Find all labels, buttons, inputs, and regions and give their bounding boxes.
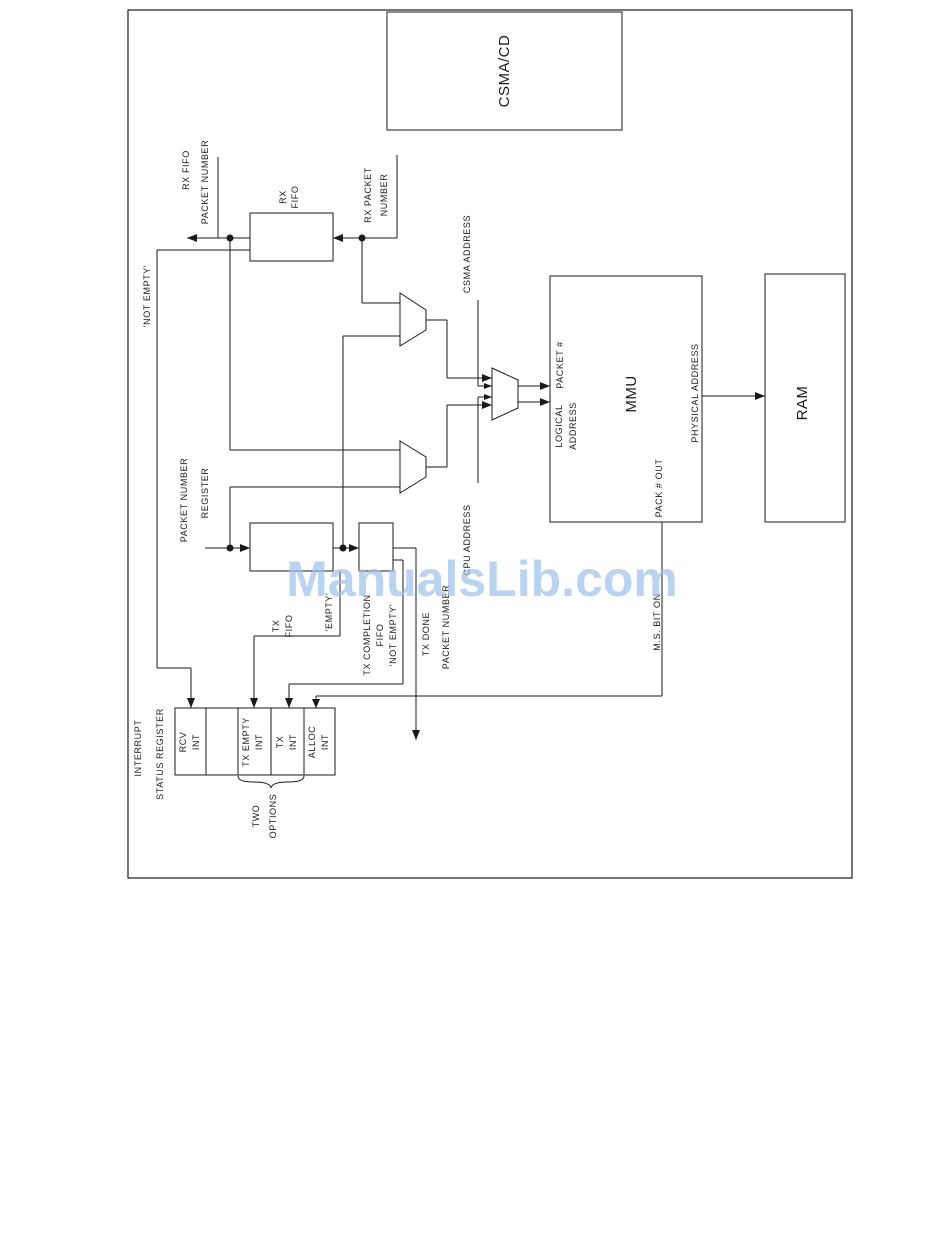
interrupt-status-label-1: INTERRUPT	[133, 720, 143, 777]
tx-int-label-1: TX	[275, 736, 285, 749]
rcv-int-label-1: RCV	[178, 732, 188, 753]
rcv-int-label-2: INT	[191, 734, 201, 750]
tx-completion-fifo-box	[358, 522, 394, 572]
alloc-int-label-1: ALLOC	[307, 726, 317, 759]
pnr-label-2: REGISTER	[200, 468, 210, 519]
tx-fifo-label-1: TX	[271, 620, 281, 633]
diagram-frame	[127, 9, 853, 879]
mmu-to-ram-arrow	[755, 392, 765, 400]
tx-int-arrow	[285, 698, 293, 708]
tx-fifo-junction	[339, 544, 347, 552]
rx-fifo-box-label-1: RX	[278, 190, 288, 204]
tx-done-label-2: PACKET NUMBER	[441, 585, 451, 669]
csma-cd-block	[386, 11, 623, 131]
mux-to-mmu-arrow-2	[540, 398, 550, 406]
alloc-int-label-2: INT	[320, 734, 330, 750]
ram-label: RAM	[794, 386, 811, 421]
logical-address-label-2: ADDRESS	[568, 402, 578, 450]
pnr-label-1: PACKET NUMBER	[179, 458, 189, 542]
tx-done-arrow	[412, 730, 420, 740]
mux-to-mmu-arrow-1	[540, 382, 550, 390]
rx-fifo-box	[249, 212, 334, 262]
watermark: ManualsLib.com	[286, 551, 678, 607]
rcv-int-arrow	[187, 698, 195, 708]
tx-fifo-label-2: FIFO	[284, 615, 294, 638]
physical-address-label: PHYSICAL ADDRESS	[690, 343, 700, 442]
packet-hash-label: PACKET #	[555, 341, 565, 388]
lower-mux	[399, 440, 427, 494]
interrupt-status-register	[174, 707, 336, 776]
pack-out-label: PACK # OUT	[654, 459, 664, 518]
rx-not-empty-label: 'NOT EMPTY'	[142, 265, 152, 327]
tx-done-label-1: TX DONE	[421, 612, 431, 656]
pnr-in-arrow	[240, 544, 250, 552]
rx-packet-number-arrow	[333, 234, 343, 242]
lower-mux-out-arrow	[482, 401, 492, 409]
tx-fifo-box	[249, 522, 334, 572]
two-options-label-2: OPTIONS	[268, 794, 278, 839]
alloc-int-arrow	[312, 699, 320, 708]
upper-mux-out-arrow	[482, 374, 492, 382]
upper-mux	[399, 292, 427, 347]
csma-cd-label: CSMA/CD	[496, 35, 513, 108]
ram-block	[764, 273, 846, 523]
tx-completion-label-1: TX COMPLETION	[362, 594, 372, 675]
pnr-junction	[226, 544, 234, 552]
empty-label: 'EMPTY'	[324, 593, 334, 632]
rx-packet-number-label-1: RX PACKET	[363, 167, 373, 223]
tx-empty-int-label-1: TX EMPTY	[241, 717, 251, 767]
cpu-address-label: CPU ADDRESS	[462, 504, 472, 575]
tx-fifo-out-arrow	[349, 544, 359, 552]
tx-completion-label-2: FIFO	[375, 624, 385, 647]
rx-fifo-out-arrow	[187, 234, 197, 242]
rx-fifo-label-2: PACKET NUMBER	[200, 140, 210, 224]
mmu-label: MMU	[623, 375, 640, 412]
tx-completion-label-3: 'NOT EMPTY'	[388, 604, 398, 666]
cpu-address-arrow	[484, 394, 492, 400]
tx-int-label-2: INT	[288, 734, 298, 750]
two-options-brace	[237, 775, 305, 789]
tx-empty-int-label-2: INT	[254, 734, 264, 750]
rx-packet-number-label-2: NUMBER	[379, 174, 389, 217]
csma-address-arrow	[484, 383, 492, 389]
csma-address-label: CSMA ADDRESS	[462, 215, 472, 293]
interrupt-status-label-2: STATUS REGISTER	[155, 708, 165, 800]
mmu-block	[549, 275, 703, 523]
address-mux	[491, 367, 519, 421]
rx-fifo-label-1: RX FIFO	[181, 150, 191, 190]
two-options-label-1: TWO	[251, 805, 261, 828]
ms-bit-on-label: M.S. BIT ON	[652, 593, 662, 650]
rx-fifo-box-label-2: FIFO	[290, 186, 300, 209]
tx-empty-int-arrow	[250, 698, 258, 708]
logical-address-label-1: LOGICAL	[554, 404, 564, 447]
